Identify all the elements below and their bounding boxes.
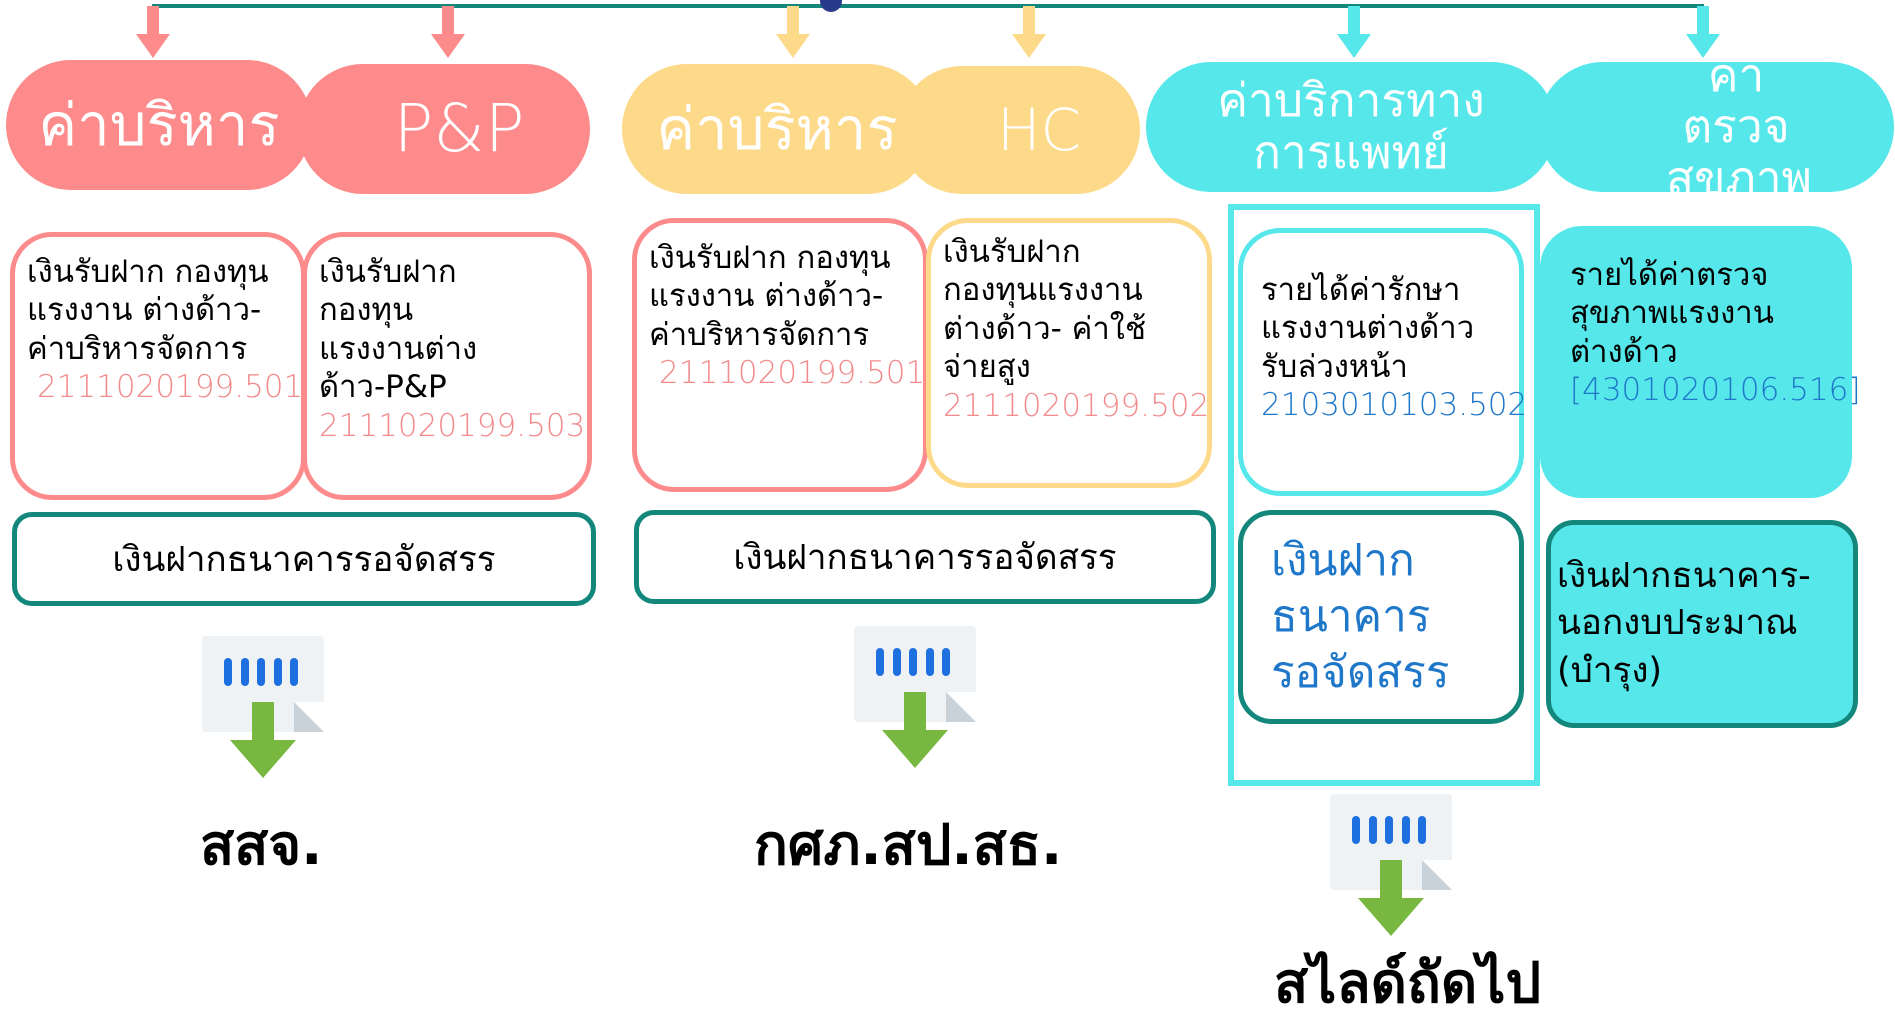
account-box: รายได้ค่ารักษา แรงงานต่างด้าว รับล่วงหน้… xyxy=(1238,228,1527,496)
header-pill-admin: ค่าบริหาร xyxy=(622,64,932,194)
arrow-down-icon xyxy=(136,6,170,60)
header-pill-medical-service: ค่าบริการทาง การแพทย์ xyxy=(1146,62,1556,192)
account-box: เงินรับฝาก กองทุน แรงงานต่าง ด้าว-P&P 21… xyxy=(302,232,592,500)
caption-destination: กศภ.สป.สธ. xyxy=(754,813,1063,878)
bank-deposit-box: เงินฝากธนาคาร- นอกงบประมาณ (บำรุง) xyxy=(1546,520,1858,728)
account-box: รายได้ค่าตรวจ สุขภาพแรงงาน ต่างด้าว [430… xyxy=(1540,226,1860,498)
header-pill-health-check: ค่าตรวจ สุขภาพ xyxy=(1538,49,1894,203)
header-pill-pp: P&P xyxy=(298,64,590,194)
account-box: เงินรับฝาก กองทุนแรงงาน ต่างด้าว- ค่าบริ… xyxy=(632,218,928,492)
download-document-icon xyxy=(198,636,328,786)
arrow-down-icon xyxy=(1337,6,1371,60)
connector-line xyxy=(152,4,1704,8)
bank-deposit-box: เงินฝากธนาคารรอจัดสรร xyxy=(634,510,1216,604)
header-pill-admin: ค่าบริหาร xyxy=(6,60,312,190)
arrow-down-icon xyxy=(1686,6,1720,60)
highlight-frame xyxy=(1228,204,1540,786)
account-box: เงินรับฝาก กองทุนแรงงาน ต่างด้าว- ค่าบริ… xyxy=(10,232,306,500)
arrow-down-icon xyxy=(1012,6,1046,60)
arrow-down-icon xyxy=(776,6,810,60)
connector-knob xyxy=(820,0,842,12)
bank-deposit-box: เงินฝากธนาคารรอจัดสรร xyxy=(12,512,596,606)
download-document-icon xyxy=(850,626,980,776)
bank-deposit-box: เงินฝาก ธนาคาร รอจัดสรร xyxy=(1238,510,1524,724)
account-box: เงินรับฝาก กองทุนแรงงาน ต่างด้าว- ค่าใช้… xyxy=(926,218,1212,488)
download-document-icon xyxy=(1326,794,1456,944)
arrow-down-icon xyxy=(431,6,465,60)
caption-next-slide: สไลด์ถัดไป xyxy=(1274,951,1542,1016)
caption-destination: สสจ. xyxy=(200,813,323,878)
header-pill-hc: HC xyxy=(898,66,1140,194)
